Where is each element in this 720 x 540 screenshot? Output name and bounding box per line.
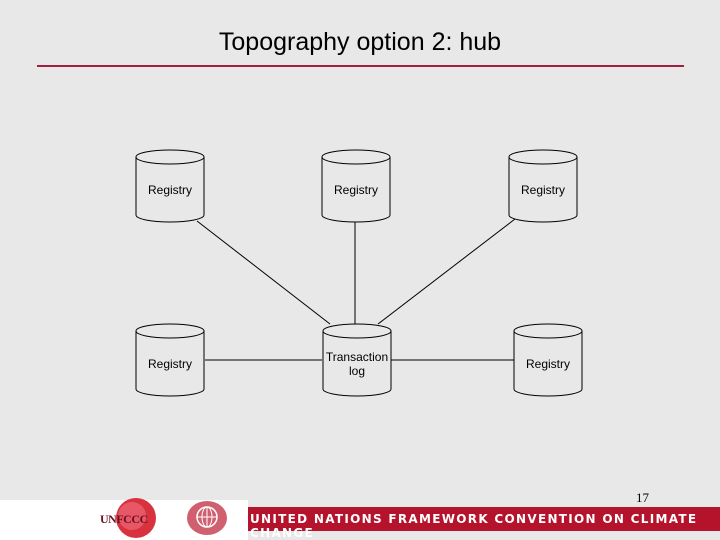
title-divider xyxy=(37,65,684,67)
unfccc-logo-text: UNFCCC xyxy=(100,512,148,526)
registry-top-right-label: Registry xyxy=(520,183,565,197)
transaction-log-cylinder xyxy=(322,323,392,397)
registry-bottom-left-label: Registry xyxy=(147,357,192,371)
edges xyxy=(196,218,516,361)
un-emblem-icon xyxy=(187,501,227,535)
registry-bottom-right-cylinder xyxy=(513,323,583,397)
page-number: 17 xyxy=(636,490,649,505)
cylinder-top xyxy=(513,323,583,339)
edge-registry-top-right-to-transaction-log xyxy=(377,218,516,325)
cylinder-body xyxy=(508,157,578,223)
footer-text: UNITED NATIONS FRAMEWORK CONVENTION ON C… xyxy=(250,512,698,540)
cylinder-body xyxy=(321,157,391,223)
registry-top-left-label: Registry xyxy=(147,183,192,197)
unfccc-logo xyxy=(116,498,156,538)
cylinder-body xyxy=(135,331,205,397)
cylinder-body xyxy=(513,331,583,397)
cylinder-top xyxy=(321,149,391,165)
registry-top-left-cylinder xyxy=(135,149,205,223)
cylinder-top xyxy=(135,323,205,339)
transaction-log-label: Transaction log xyxy=(325,350,389,378)
cylinder-top xyxy=(322,323,392,339)
registry-top-center-label: Registry xyxy=(333,183,378,197)
cylinder-top xyxy=(508,149,578,165)
slide-title: Topography option 2: hub xyxy=(218,28,502,56)
registry-bottom-right-label: Registry xyxy=(525,357,570,371)
cylinder-top xyxy=(135,149,205,165)
edge-registry-top-left-to-transaction-log xyxy=(196,220,331,325)
cylinder-body xyxy=(135,157,205,223)
registry-bottom-left-cylinder xyxy=(135,323,205,397)
nodes xyxy=(135,149,583,397)
cylinder-body xyxy=(322,331,392,397)
registry-top-right-cylinder xyxy=(508,149,578,223)
registry-top-center-cylinder xyxy=(321,149,391,223)
